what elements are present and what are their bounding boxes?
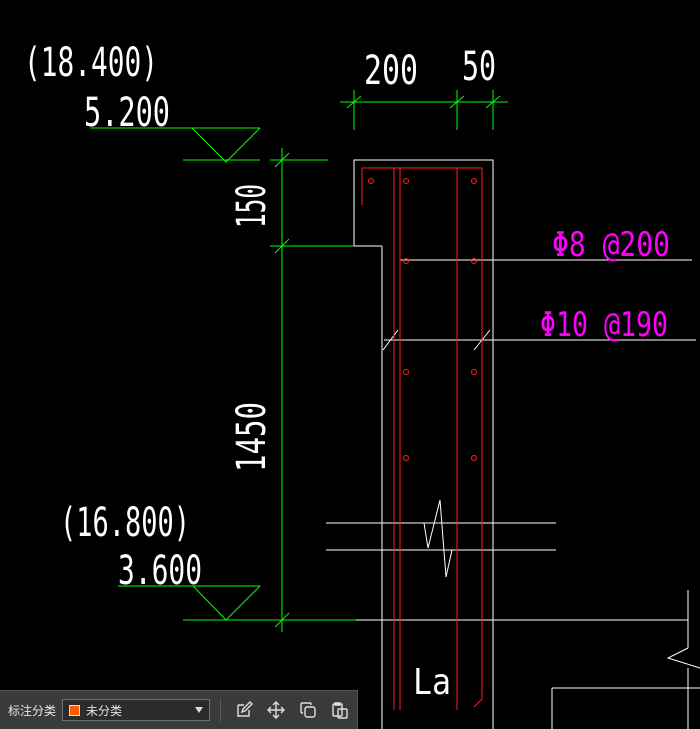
dimension-lines [90, 90, 508, 632]
rebar-label-phi10: Φ10 @190 [540, 305, 668, 345]
move-button[interactable] [263, 697, 289, 723]
edit-icon [237, 701, 254, 717]
elevation-top-paren: (18.400) [24, 40, 158, 86]
move-icon [267, 701, 286, 719]
category-label: 标注分类 [8, 703, 57, 718]
elevation-top: 5.200 [84, 90, 170, 136]
annotation-toolbar: 标注分类 未分类 [0, 690, 358, 729]
dim-offset-label: 50 [462, 44, 496, 90]
edit-button[interactable] [231, 697, 257, 723]
rebar-dots [368, 178, 477, 461]
paste-button[interactable] [327, 697, 353, 723]
dim-width-label: 200 [364, 48, 418, 94]
rebar-lines [361, 167, 483, 710]
anchor-length-label: La [413, 662, 451, 703]
category-select-value: 未分类 [86, 703, 123, 718]
dim-height-lower-label: 1450 [229, 402, 275, 472]
elevation-bottom: 3.600 [118, 548, 202, 594]
dim-height-upper-label: 150 [229, 184, 275, 228]
paste-icon [332, 702, 348, 719]
copy-button[interactable] [295, 697, 321, 723]
category-select[interactable]: 未分类 [62, 699, 211, 721]
chevron-down-icon [195, 707, 204, 713]
copy-icon [300, 702, 316, 718]
toolbar-separator [220, 698, 222, 722]
category-color-swatch [69, 704, 81, 716]
elevation-bottom-paren: (16.800) [60, 500, 190, 546]
wall-outline [326, 159, 700, 729]
rebar-label-phi8: Φ8 @200 [552, 225, 670, 265]
